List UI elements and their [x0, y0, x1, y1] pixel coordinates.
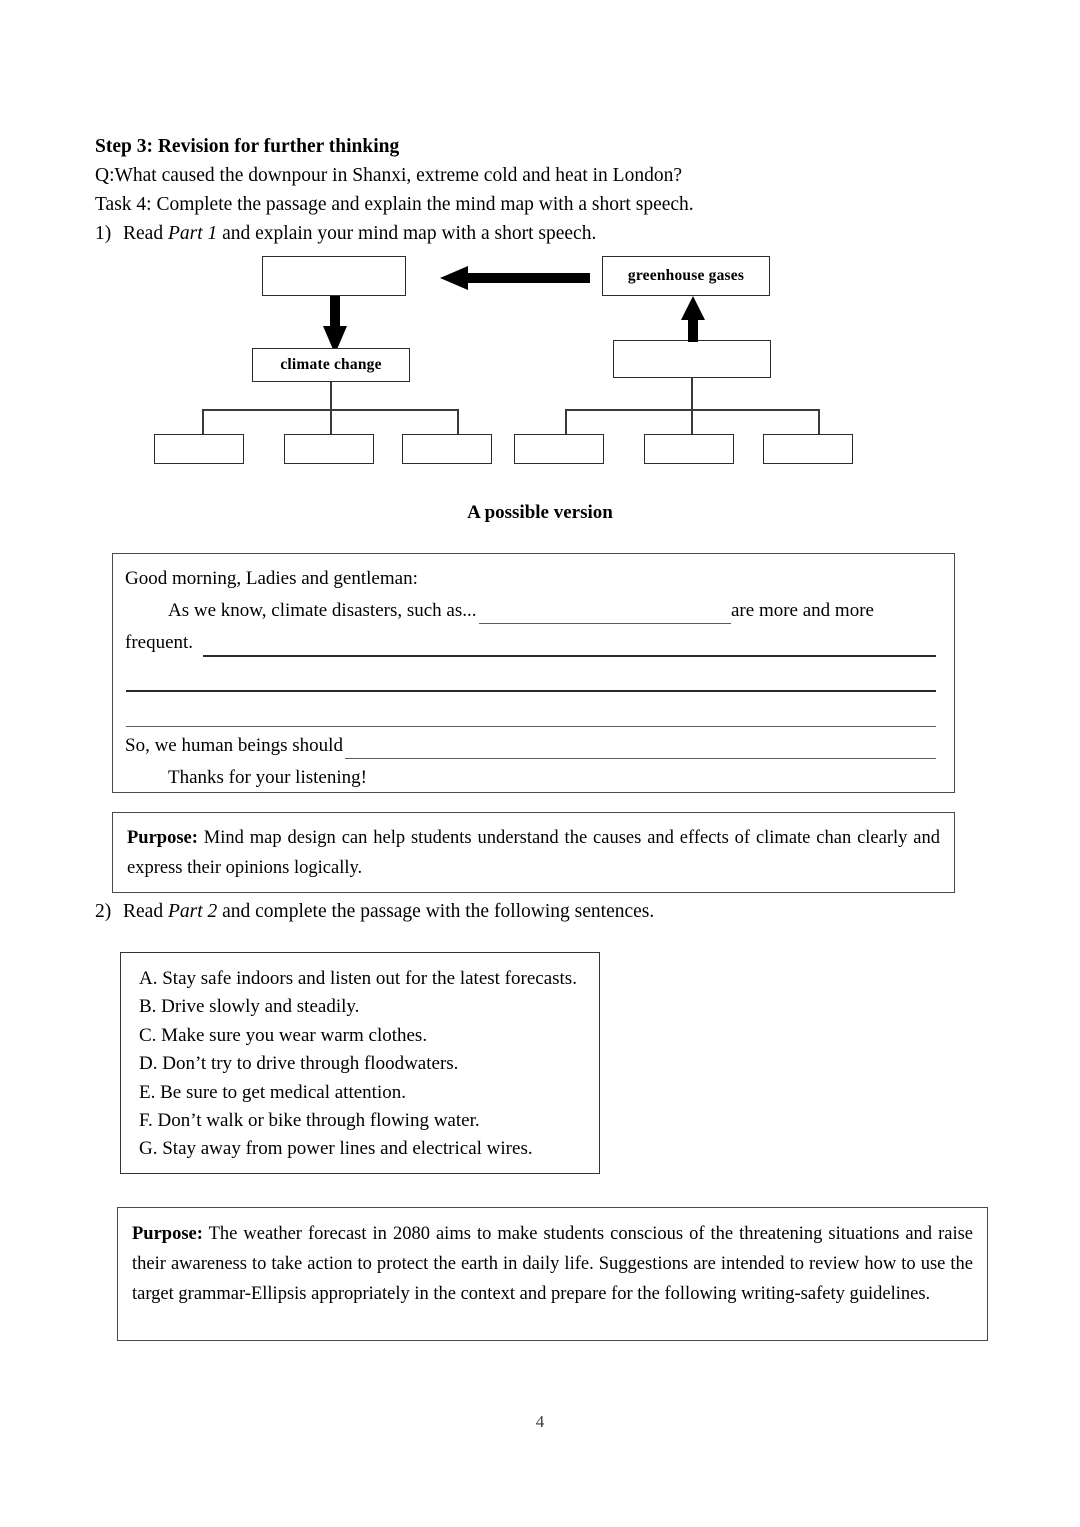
speech-body-line-1-after: are more and more [731, 600, 874, 621]
mindmap-connector-right-drop-1 [565, 409, 567, 435]
item-1-italic: Part 1 [167, 223, 218, 244]
step-heading: Step 3: Revision for further thinking [95, 136, 400, 157]
purpose-1-paragraph: Purpose: Mind map design can help studen… [127, 823, 940, 883]
speech-greeting: Good morning, Ladies and gentleman: [125, 568, 418, 589]
item-2-italic: Part 2 [167, 901, 218, 922]
option-item-c[interactable]: C. Make sure you wear warm clothes. [139, 1024, 428, 1046]
mindmap-box-leaf-6[interactable] [763, 434, 853, 464]
speech-blank-4[interactable] [126, 726, 936, 728]
mind-map-diagram: greenhouse gases climate change [140, 248, 885, 470]
speech-answer-box: Good morning, Ladies and gentleman: As w… [112, 553, 955, 793]
option-item-f[interactable]: F. Don’t walk or bike through flowing wa… [139, 1110, 480, 1132]
mindmap-connector-left-drop-2 [330, 409, 332, 435]
mindmap-box-leaf-5[interactable] [644, 434, 734, 464]
item-2-text-after: and complete the passage with the follow… [217, 901, 655, 922]
sentence-options-box: A. Stay safe indoors and listen out for … [120, 952, 600, 1174]
up-arrow-icon [681, 296, 705, 342]
left-arrow-icon [440, 266, 590, 290]
speech-body-line-1-before: As we know, climate disasters, such as..… [168, 600, 477, 621]
purpose-1-label: Purpose: [127, 828, 198, 848]
mindmap-box-greenhouse-gases[interactable]: greenhouse gases [602, 256, 770, 296]
item-1: 1) Read Part 1 and explain your mind map … [95, 219, 985, 248]
question-line: Q:What caused the downpour in Shanxi, ex… [95, 165, 682, 186]
item-2-text-before: Read [123, 901, 168, 922]
mindmap-box-climate-change[interactable]: climate change [252, 348, 410, 382]
purpose-box-mind-map: Purpose: Mind map design can help studen… [112, 812, 955, 893]
speech-blank-1[interactable] [479, 623, 731, 625]
item-1-text-before: Read [123, 223, 168, 244]
mindmap-box-leaf-4[interactable] [514, 434, 604, 464]
mindmap-box-leaf-3[interactable] [402, 434, 492, 464]
speech-blank-3[interactable] [126, 690, 936, 692]
possible-version-heading: A possible version [467, 502, 613, 523]
item-1-text-after: and explain your mind map with a short s… [217, 223, 597, 244]
down-arrow-icon [323, 296, 347, 354]
speech-body-line-2: frequent. [125, 632, 194, 653]
speech-closing-lead: So, we human beings should [125, 735, 343, 756]
item-2-block: 2) Read Part 2 and complete the passage w… [95, 897, 895, 926]
intro-block: Step 3: Revision for further thinking Q:… [95, 132, 985, 248]
page-number: 4 [535, 1412, 545, 1431]
mindmap-connector-right-drop-3 [818, 409, 820, 435]
mindmap-connector-left-stem [330, 382, 332, 410]
mindmap-connector-right-drop-2 [691, 409, 693, 435]
speech-blank-2[interactable] [203, 655, 936, 657]
option-item-d[interactable]: D. Don’t try to drive through floodwater… [139, 1053, 459, 1075]
speech-blank-5[interactable] [345, 758, 936, 760]
purpose-2-paragraph: Purpose: The weather forecast in 2080 ai… [132, 1219, 973, 1309]
option-item-e[interactable]: E. Be sure to get medical attention. [139, 1081, 406, 1103]
item-2: 2) Read Part 2 and complete the passage w… [95, 897, 895, 926]
mindmap-box-leaf-2[interactable] [284, 434, 374, 464]
mindmap-connector-left-drop-3 [457, 409, 459, 435]
option-item-a[interactable]: A. Stay safe indoors and listen out for … [139, 968, 577, 989]
purpose-1-text: Mind map design can help students unders… [127, 828, 940, 878]
mindmap-connector-left-drop-1 [202, 409, 204, 435]
mindmap-box-right-mid-empty[interactable] [613, 340, 771, 378]
mindmap-connector-right-stem [691, 378, 693, 410]
item-1-number: 1) [95, 223, 112, 244]
purpose-box-weather-forecast: Purpose: The weather forecast in 2080 ai… [117, 1207, 988, 1341]
mindmap-box-leaf-1[interactable] [154, 434, 244, 464]
option-item-b[interactable]: B. Drive slowly and steadily. [139, 996, 360, 1018]
mindmap-box-top-left-empty[interactable] [262, 256, 406, 296]
option-item-g[interactable]: G. Stay away from power lines and electr… [139, 1138, 533, 1160]
purpose-2-text: The weather forecast in 2080 aims to mak… [132, 1224, 973, 1304]
purpose-2-label: Purpose: [132, 1224, 203, 1244]
speech-thanks: Thanks for your listening! [168, 767, 367, 788]
task-line: Task 4: Complete the passage and explain… [95, 194, 694, 215]
item-2-number: 2) [95, 901, 112, 922]
